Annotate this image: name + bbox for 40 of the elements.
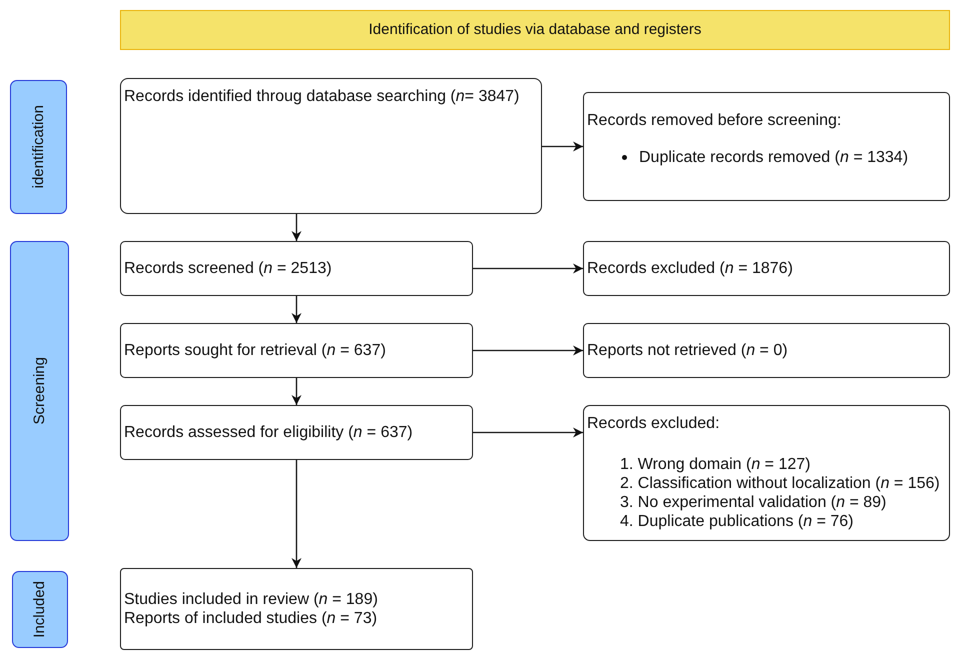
process-box: [583, 241, 950, 296]
process-box: [120, 241, 473, 296]
process-box: [120, 405, 473, 460]
phase-label: Screening: [30, 357, 48, 425]
phase-bar: [10, 241, 69, 541]
step-text: Records screened (n = 2513): [124, 259, 332, 278]
title-banner: [120, 10, 950, 50]
process-box: [120, 78, 542, 214]
list-heading: Records excluded:: [587, 414, 720, 432]
step-text: Studies included in review (n = 189): [124, 590, 378, 609]
list-item: Duplicate records removed (n = 1334): [639, 148, 908, 167]
phase-label: identification: [30, 105, 48, 189]
list-item: 1. Wrong domain (n = 127): [620, 454, 810, 474]
arrow: [292, 378, 302, 405]
step-text: Records identified throug database searching (n= 3847): [124, 86, 520, 106]
step-text: Records excluded (n = 1876): [587, 259, 793, 278]
process-box: [583, 92, 950, 201]
process-box: [583, 323, 950, 378]
step-text: Reports sought for retrieval (n = 637): [124, 341, 386, 360]
step-text: Reports not retrieved (n = 0): [587, 341, 788, 360]
step-text: Records assessed for eligibility (n = 637): [124, 423, 413, 442]
process-box: [583, 405, 950, 541]
arrow: [292, 296, 302, 323]
phase-bar: [12, 571, 68, 648]
phase-label: Included: [31, 581, 49, 638]
banner-text: Identification of studies via database and registers: [368, 21, 702, 39]
list-item: 2. Classification without localization (n = 156): [620, 474, 940, 492]
process-box: [120, 323, 473, 378]
phase-bar: [10, 80, 67, 214]
list-heading: Records removed before screening:: [587, 111, 842, 130]
step-text: Reports of included studies (n = 73): [124, 609, 378, 628]
arrow: [292, 214, 302, 241]
arrow: [473, 264, 583, 274]
arrow: [292, 460, 302, 568]
arrow: [473, 428, 583, 438]
list-item: 4. Duplicate publications (n = 76): [620, 512, 854, 530]
arrow: [473, 346, 583, 356]
list-item: 3. No experimental validation (n = 89): [620, 492, 886, 512]
arrow: [542, 142, 583, 152]
process-box: [120, 568, 473, 650]
